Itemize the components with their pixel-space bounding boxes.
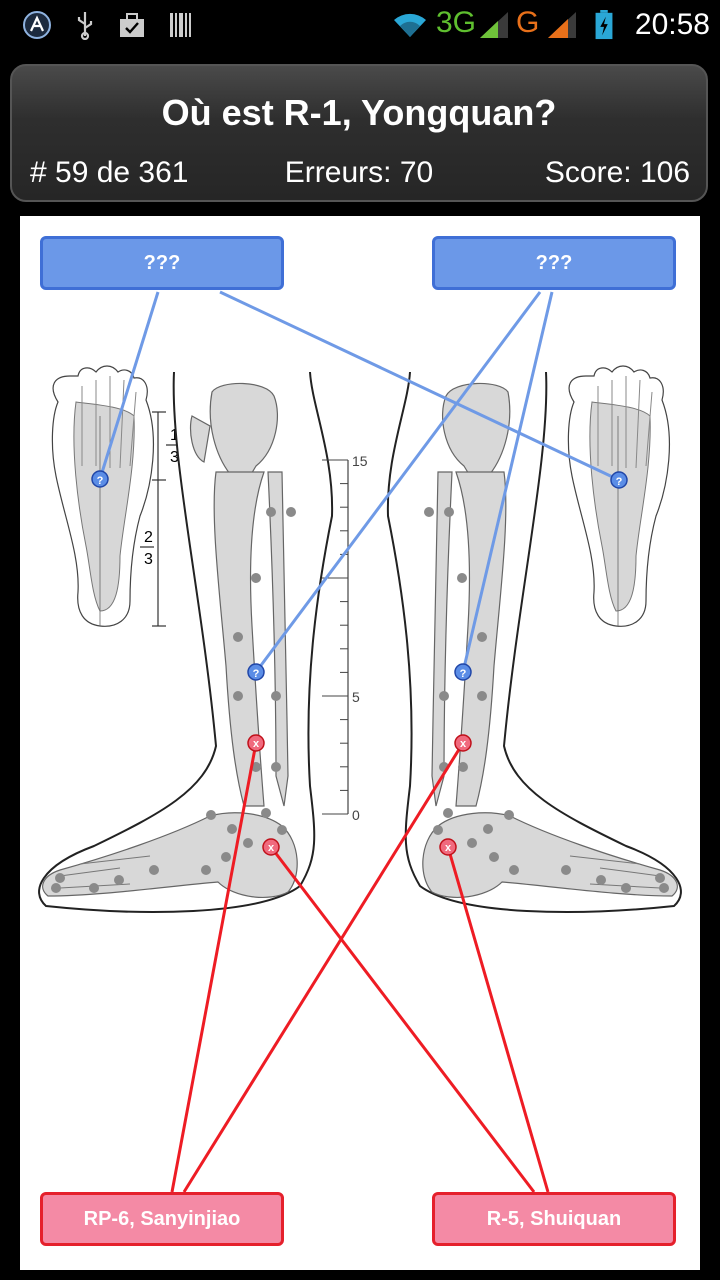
score-value: Score: 106	[544, 156, 690, 189]
acupoint-dot[interactable]	[443, 808, 453, 818]
acupoint-dot[interactable]	[221, 852, 231, 862]
acupoint-dot[interactable]	[561, 865, 571, 875]
quiz-board[interactable]: 1 3 2 3 15 5 0	[20, 216, 700, 1270]
wrong-marker[interactable]: x	[247, 734, 265, 752]
svg-text:?: ?	[253, 668, 260, 680]
acupoint-dot[interactable]	[659, 883, 669, 893]
acupoint-dot[interactable]	[504, 810, 514, 820]
anatomy-figure[interactable]: 1 3 2 3 15 5 0	[20, 216, 700, 1270]
fraction-top-numerator: 1	[170, 427, 179, 444]
acupoint-dot[interactable]	[433, 825, 443, 835]
ruler-label-bottom: 0	[352, 807, 360, 823]
wrong-marker[interactable]: x	[454, 734, 472, 752]
question-title: Où est R-1, Yongquan?	[161, 92, 557, 133]
acupoint-dot[interactable]	[201, 865, 211, 875]
signal-icon	[480, 12, 508, 38]
measurement-ruler: 15 5 0	[322, 453, 368, 823]
wifi-icon	[394, 13, 426, 37]
fraction-scale: 1 3 2 3	[140, 411, 180, 627]
acupoint-dot[interactable]	[483, 824, 493, 834]
acupoint-dot[interactable]	[271, 762, 281, 772]
wrong-marker[interactable]: x	[262, 838, 280, 856]
briefcase-icon	[120, 13, 144, 37]
acupoint-dot[interactable]	[227, 824, 237, 834]
svg-text:?: ?	[616, 476, 623, 488]
acupoint-dot[interactable]	[458, 762, 468, 772]
svg-text:x: x	[445, 842, 452, 854]
question-markers[interactable]: ? ? ? ?	[91, 470, 628, 681]
acupoint-dot[interactable]	[89, 883, 99, 893]
question-marker[interactable]: ?	[247, 663, 265, 681]
svg-text:?: ?	[460, 668, 467, 680]
acupoint-dot[interactable]	[509, 865, 519, 875]
wrong-markers[interactable]: x x x x	[247, 734, 472, 856]
acupoint-dot[interactable]	[233, 691, 243, 701]
svg-text:x: x	[268, 842, 275, 854]
errors-count: Erreurs: 70	[284, 156, 434, 189]
acupoint-dots[interactable]	[51, 507, 669, 893]
fraction-top-denominator: 3	[170, 449, 179, 466]
acupoint-dot[interactable]	[596, 875, 606, 885]
acupoint-dot[interactable]	[621, 883, 631, 893]
clock: 20:58	[634, 8, 710, 41]
acupoint-dot[interactable]	[261, 808, 271, 818]
question-marker[interactable]: ?	[454, 663, 472, 681]
question-header: Où est R-1, Yongquan? # 59 de 361 Erreur…	[10, 64, 708, 202]
acupoint-dot[interactable]	[424, 507, 434, 517]
app-icon	[23, 11, 51, 39]
acupoint-dot[interactable]	[286, 507, 296, 517]
fraction-bottom-numerator: 2	[144, 529, 153, 546]
network-g-label: G	[516, 6, 540, 39]
acupoint-dot[interactable]	[277, 825, 287, 835]
acupoint-dot[interactable]	[271, 691, 281, 701]
answer-top-right[interactable]: ???	[432, 236, 676, 290]
acupoint-dot[interactable]	[444, 507, 454, 517]
acupoint-dot[interactable]	[467, 838, 477, 848]
acupoint-dot[interactable]	[149, 865, 159, 875]
acupoint-dot[interactable]	[55, 873, 65, 883]
question-counter: # 59 de 361	[30, 156, 189, 189]
acupoint-dot[interactable]	[439, 691, 449, 701]
acupoint-dot[interactable]	[266, 507, 276, 517]
acupoint-dot[interactable]	[655, 873, 665, 883]
acupoint-dot[interactable]	[114, 875, 124, 885]
left-leg	[38, 371, 334, 913]
signal-icon	[548, 12, 576, 38]
answer-bottom-right[interactable]: R-5, Shuiquan	[432, 1192, 676, 1246]
question-marker[interactable]: ?	[610, 471, 628, 489]
fraction-bottom-denominator: 3	[144, 551, 153, 568]
question-marker[interactable]: ?	[91, 470, 109, 488]
ruler-label-mid: 5	[352, 689, 360, 705]
svg-text:x: x	[460, 738, 467, 750]
status-bar: 3G G 20:58	[0, 0, 720, 50]
network-3g-label: 3G	[436, 6, 477, 39]
answer-bottom-left[interactable]: RP-6, Sanyinjiao	[40, 1192, 284, 1246]
acupoint-dot[interactable]	[51, 883, 61, 893]
acupoint-dot[interactable]	[477, 691, 487, 701]
acupoint-dot[interactable]	[233, 632, 243, 642]
acupoint-dot[interactable]	[477, 632, 487, 642]
ruler-label-top: 15	[352, 453, 368, 469]
barcode-icon	[170, 13, 191, 37]
right-foot-sole	[567, 365, 670, 627]
acupoint-dot[interactable]	[489, 852, 499, 862]
battery-icon	[595, 10, 613, 40]
wrong-marker[interactable]: x	[439, 838, 457, 856]
usb-icon	[77, 12, 93, 40]
answer-top-left[interactable]: ???	[40, 236, 284, 290]
left-foot-sole	[51, 365, 154, 627]
connector-lines	[98, 290, 620, 1193]
acupoint-dot[interactable]	[243, 838, 253, 848]
svg-text:x: x	[253, 738, 260, 750]
acupoint-dot[interactable]	[251, 573, 261, 583]
acupoint-dot[interactable]	[457, 573, 467, 583]
svg-text:?: ?	[97, 475, 104, 487]
acupoint-dot[interactable]	[206, 810, 216, 820]
